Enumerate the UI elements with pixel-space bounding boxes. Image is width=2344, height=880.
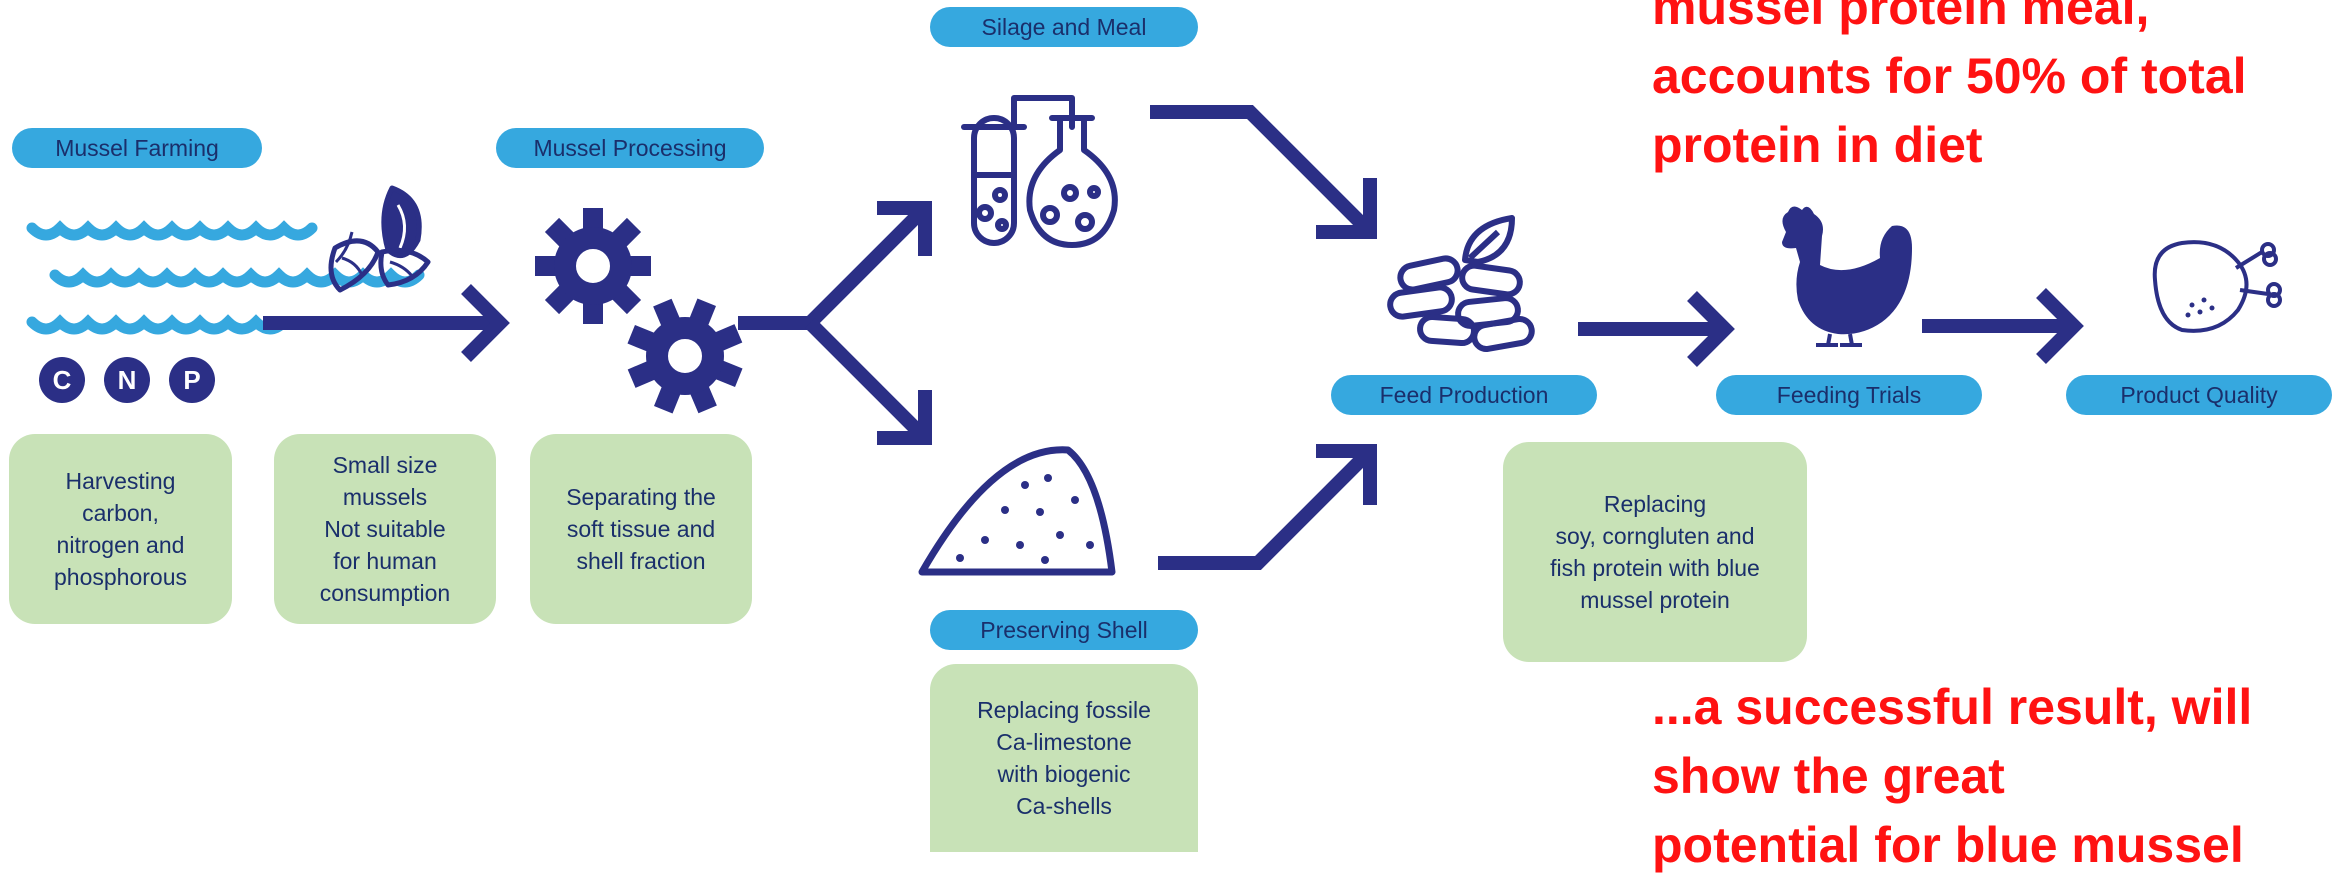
stage-mussel-farming: Mussel Farming bbox=[12, 128, 262, 168]
arrow-farming-to-processing bbox=[263, 284, 510, 362]
stage-preserving-shell: Preserving Shell bbox=[930, 610, 1198, 650]
nutrient-carbon-badge: C bbox=[39, 357, 85, 403]
hen-icon bbox=[1782, 206, 1912, 347]
note-small-mussels-text: Small size mussels Not suitable for huma… bbox=[319, 452, 451, 606]
note-harvesting-text: Harvesting carbon, nitrogen and phosphor… bbox=[54, 468, 187, 590]
note-replacing-limestone: Replacing fossile Ca-limestone with biog… bbox=[930, 664, 1198, 852]
roast-chicken-icon bbox=[2152, 240, 2282, 333]
mussel-shells-icon bbox=[328, 185, 431, 293]
note-replacing-limestone-text: Replacing fossile Ca-limestone with biog… bbox=[977, 697, 1151, 819]
stage-feed-production: Feed Production bbox=[1331, 375, 1597, 415]
note-separating-text: Separating the soft tissue and shell fra… bbox=[566, 484, 716, 574]
nutrient-phosphorus-badge: P bbox=[169, 357, 215, 403]
arrow-feed-to-trials bbox=[1578, 291, 1735, 367]
note-small-mussels: Small size mussels Not suitable for huma… bbox=[274, 434, 496, 624]
stage-mussel-processing: Mussel Processing bbox=[496, 128, 764, 168]
powder-pile-icon bbox=[918, 446, 1116, 576]
stage-feeding-trials: Feeding Trials bbox=[1716, 375, 1982, 415]
nutrient-nitrogen-badge: N bbox=[104, 357, 150, 403]
note-harvesting: Harvesting carbon, nitrogen and phosphor… bbox=[9, 434, 232, 624]
stage-product-quality: Product Quality bbox=[2066, 375, 2332, 415]
feed-pellets-icon bbox=[1387, 215, 1535, 352]
note-replacing-protein-text: Replacing soy, corngluten and fish prote… bbox=[1550, 491, 1760, 613]
lab-flask-icon bbox=[961, 95, 1118, 248]
arrow-silage-to-feed bbox=[1150, 105, 1377, 239]
arrow-shell-to-feed bbox=[1158, 444, 1377, 570]
gears-icon bbox=[535, 208, 743, 414]
callout-bottom: ...a successful result, will show the gr… bbox=[1652, 679, 2253, 873]
note-replacing-protein: Replacing soy, corngluten and fish prote… bbox=[1503, 442, 1807, 662]
note-separating: Separating the soft tissue and shell fra… bbox=[530, 434, 752, 624]
flow-diagram-canvas bbox=[26, 95, 2282, 576]
flow-arrows bbox=[263, 105, 2084, 570]
callout-top: mussel protein meal, accounts for 50% of… bbox=[1652, 0, 2247, 173]
stage-silage-and-meal: Silage and Meal bbox=[930, 7, 1198, 47]
arrow-processing-split bbox=[738, 201, 932, 445]
arrow-trials-to-quality bbox=[1922, 288, 2084, 364]
